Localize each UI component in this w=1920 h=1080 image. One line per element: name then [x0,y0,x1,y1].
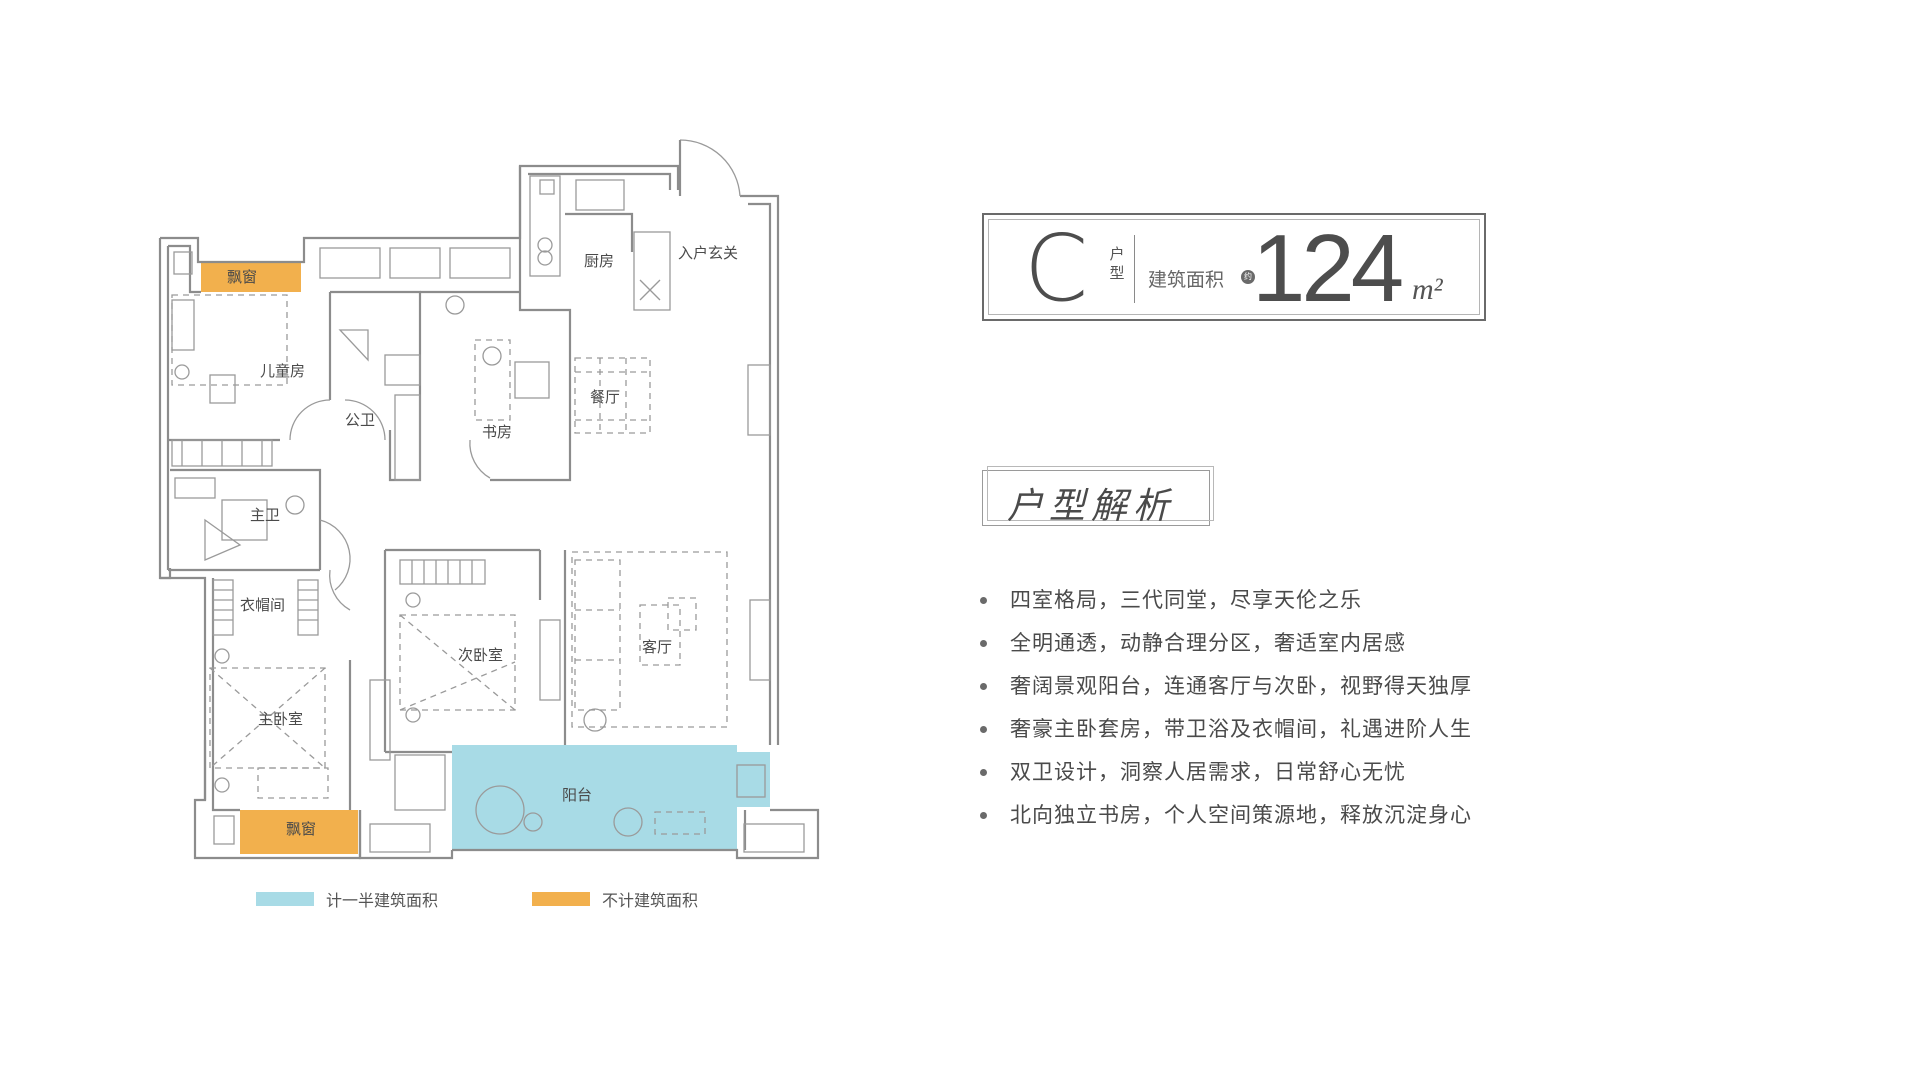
top-window-3 [449,247,511,279]
room-label-balcony: 阳台 [562,786,592,804]
entrance-door-arc [679,139,741,197]
room-label-dining: 餐厅 [590,388,620,406]
balcony-zone [452,745,737,850]
room-label-master-bedroom: 主卧室 [258,710,303,728]
kitchen-area [518,166,671,312]
room-label-bay-window-bottom: 飘窗 [286,820,316,838]
legend-label-no-area: 不计建筑面积 [602,891,699,910]
living-room-furniture [571,551,771,732]
balcony-details [369,764,805,853]
second-bedroom-furniture [394,559,561,811]
area-value: 124 [1252,215,1404,322]
bay-window-top-zone [201,262,301,292]
study-furniture [469,339,550,479]
room-label-master-bath: 主卫 [250,506,280,524]
room-label-kitchen: 厨房 [584,252,614,270]
room-label-bay-window-top: 飘窗 [227,268,257,286]
area-marker: 约 [1241,270,1255,284]
unit-type-word: 户型 [1109,245,1125,282]
floor-plan: 飘窗 儿童房 厨房 入户玄关 公卫 书房 餐厅 主卫 衣帽间 次卧室 客厅 主卧… [158,139,820,860]
top-window-2 [389,247,441,279]
cloakroom-racks [212,569,351,636]
room-label-study: 书房 [482,423,512,441]
top-window-1 [319,247,381,279]
legend-label-half-area: 计一半建筑面积 [326,891,439,910]
analysis-point: 双卫设计，洞察人居需求，日常舒心无忧 [980,758,1472,801]
area-label: 建筑面积 [1148,269,1225,291]
room-label-public-bath: 公卫 [345,411,375,429]
area-unit: m² [1412,273,1443,306]
unit-type-letter: C [1024,215,1089,322]
room-label-second-bedroom: 次卧室 [458,646,503,664]
analysis-point: 四室格局，三代同堂，尽享天伦之乐 [980,586,1472,629]
entrance-cabinet [747,364,771,436]
outer-walls [158,164,820,860]
analysis-point: 奢阔景观阳台，连通客厅与次卧，视野得天独厚 [980,672,1472,715]
legend-swatch-no-area [532,892,590,906]
title-divider [1134,235,1135,303]
analysis-point: 北向独立书房，个人空间策源地，释放沉淀身心 [980,801,1472,844]
room-label-cloakroom: 衣帽间 [240,596,285,614]
public-bath-fixtures [338,295,465,481]
unit-type-box: C 户型 建筑面积 约 124 m² [982,213,1486,321]
analysis-heading-box: 户型解析 [982,466,1214,527]
analysis-point: 全明通透，动静合理分区，奢适室内居感 [980,629,1472,672]
analysis-point: 奢豪主卧套房，带卫浴及衣帽间，礼遇进阶人生 [980,715,1472,758]
kids-room-furniture [171,251,331,467]
legend-swatch-half-area [256,892,314,906]
bay-window-bottom-zone [240,810,358,854]
analysis-points: 四室格局，三代同堂，尽享天伦之乐 全明通透，动静合理分区，奢适室内居感 奢阔景观… [980,586,1472,844]
room-label-living-room: 客厅 [642,638,672,656]
interior-walls [168,290,572,810]
master-bath-fixtures [174,477,351,591]
dining-table [574,357,651,434]
master-bedroom-furniture [209,648,391,845]
room-label-kids-room: 儿童房 [260,362,305,380]
analysis-heading: 户型解析 [1007,486,1176,527]
room-label-entrance: 入户玄关 [678,244,738,262]
